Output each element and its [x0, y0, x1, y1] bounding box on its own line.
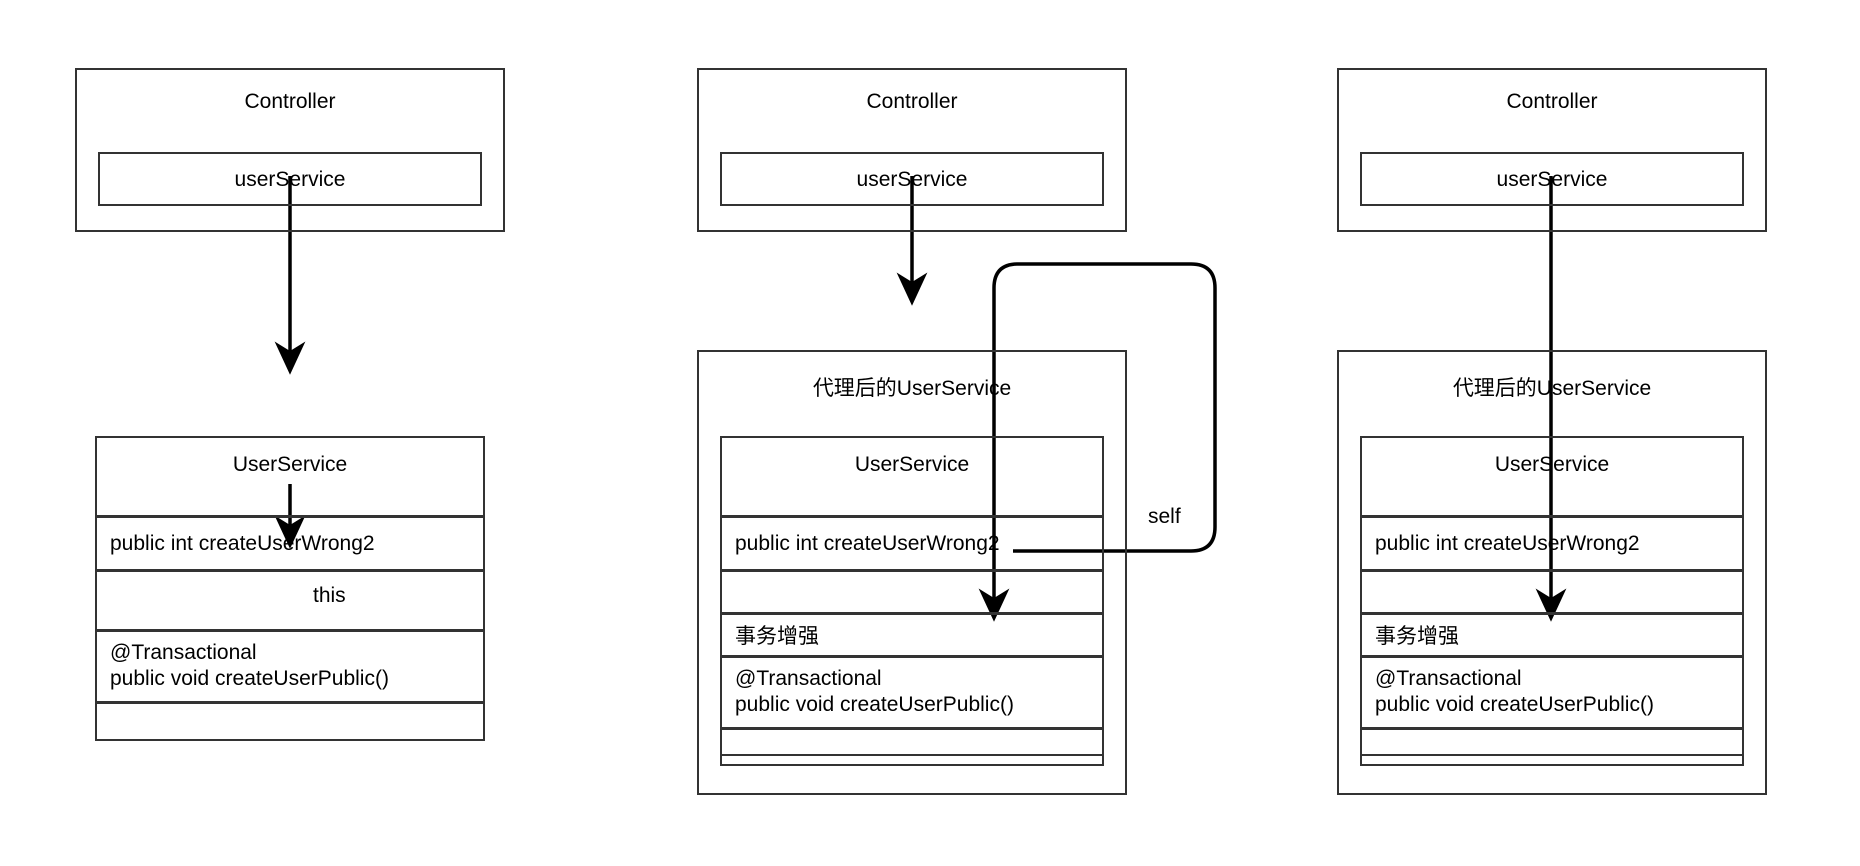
- userservice-title-row-1[interactable]: UserService: [95, 436, 485, 517]
- userservice-footer-row-1[interactable]: [95, 702, 485, 741]
- edge-label-this-1: this: [313, 584, 346, 607]
- controller-box-2[interactable]: Controller: [697, 68, 1127, 232]
- controller-field-label-2: userService: [856, 168, 968, 191]
- inner-spacer-row-3[interactable]: [1360, 570, 1744, 614]
- inner-userservice-title-3: UserService: [1494, 453, 1610, 476]
- controller-title-3: Controller: [1506, 90, 1598, 113]
- inner-method-row-3[interactable]: public int createUserWrong2: [1360, 516, 1744, 571]
- userservice-spacer-row-1[interactable]: [95, 570, 485, 631]
- create-user-public-label-1: public void createUserPublic(): [110, 667, 389, 690]
- create-user-wrong2-label-1: public int createUserWrong2: [110, 532, 375, 555]
- inner-transactional-row-3[interactable]: @Transactional public void createUserPub…: [1360, 656, 1744, 729]
- controller-title-1: Controller: [244, 90, 336, 113]
- create-user-wrong2-label-3: public int createUserWrong2: [1375, 532, 1640, 555]
- create-user-public-label-2: public void createUserPublic(): [735, 693, 1014, 716]
- controller-title-2: Controller: [866, 90, 958, 113]
- transactional-annotation-label-3: @Transactional: [1375, 667, 1522, 690]
- controller-field-row-2[interactable]: userService: [720, 152, 1104, 206]
- userservice-method-row-1[interactable]: public int createUserWrong2: [95, 516, 485, 571]
- inner-userservice-title-row-3[interactable]: UserService: [1360, 436, 1744, 517]
- userservice-title-1: UserService: [232, 453, 348, 476]
- transactional-annotation-label-2: @Transactional: [735, 667, 882, 690]
- inner-method-row-2[interactable]: public int createUserWrong2: [720, 516, 1104, 571]
- transaction-enhancement-row-3[interactable]: 事务增强: [1360, 613, 1744, 657]
- userservice-transactional-row-1[interactable]: @Transactional public void createUserPub…: [95, 630, 485, 703]
- create-user-public-label-3: public void createUserPublic(): [1375, 693, 1654, 716]
- controller-field-row-3[interactable]: userService: [1360, 152, 1744, 206]
- inner-footer-row-3[interactable]: [1360, 728, 1744, 766]
- inner-footer-row-2[interactable]: [720, 728, 1104, 766]
- inner-userservice-title-2: UserService: [854, 453, 970, 476]
- inner-spacer-row-2[interactable]: [720, 570, 1104, 614]
- edge-label-self-2: self: [1148, 505, 1181, 528]
- controller-field-label-3: userService: [1496, 168, 1608, 191]
- inner-userservice-title-row-2[interactable]: UserService: [720, 436, 1104, 517]
- transaction-enhancement-row-2[interactable]: 事务增强: [720, 613, 1104, 657]
- proxy-title-3: 代理后的UserService: [1452, 377, 1652, 400]
- create-user-wrong2-label-2: public int createUserWrong2: [735, 532, 1000, 555]
- controller-box-3[interactable]: Controller: [1337, 68, 1767, 232]
- controller-box-1[interactable]: Controller: [75, 68, 505, 232]
- proxy-box-3[interactable]: 代理后的UserService: [1337, 350, 1767, 795]
- transaction-enhancement-label-3: 事务增强: [1375, 624, 1459, 648]
- transaction-enhancement-label-2: 事务增强: [735, 624, 819, 648]
- transactional-annotation-label-1: @Transactional: [110, 641, 257, 664]
- controller-field-row-1[interactable]: userService: [98, 152, 482, 206]
- proxy-title-2: 代理后的UserService: [812, 377, 1012, 400]
- controller-field-label-1: userService: [234, 168, 346, 191]
- proxy-box-2[interactable]: 代理后的UserService: [697, 350, 1127, 795]
- inner-transactional-row-2[interactable]: @Transactional public void createUserPub…: [720, 656, 1104, 729]
